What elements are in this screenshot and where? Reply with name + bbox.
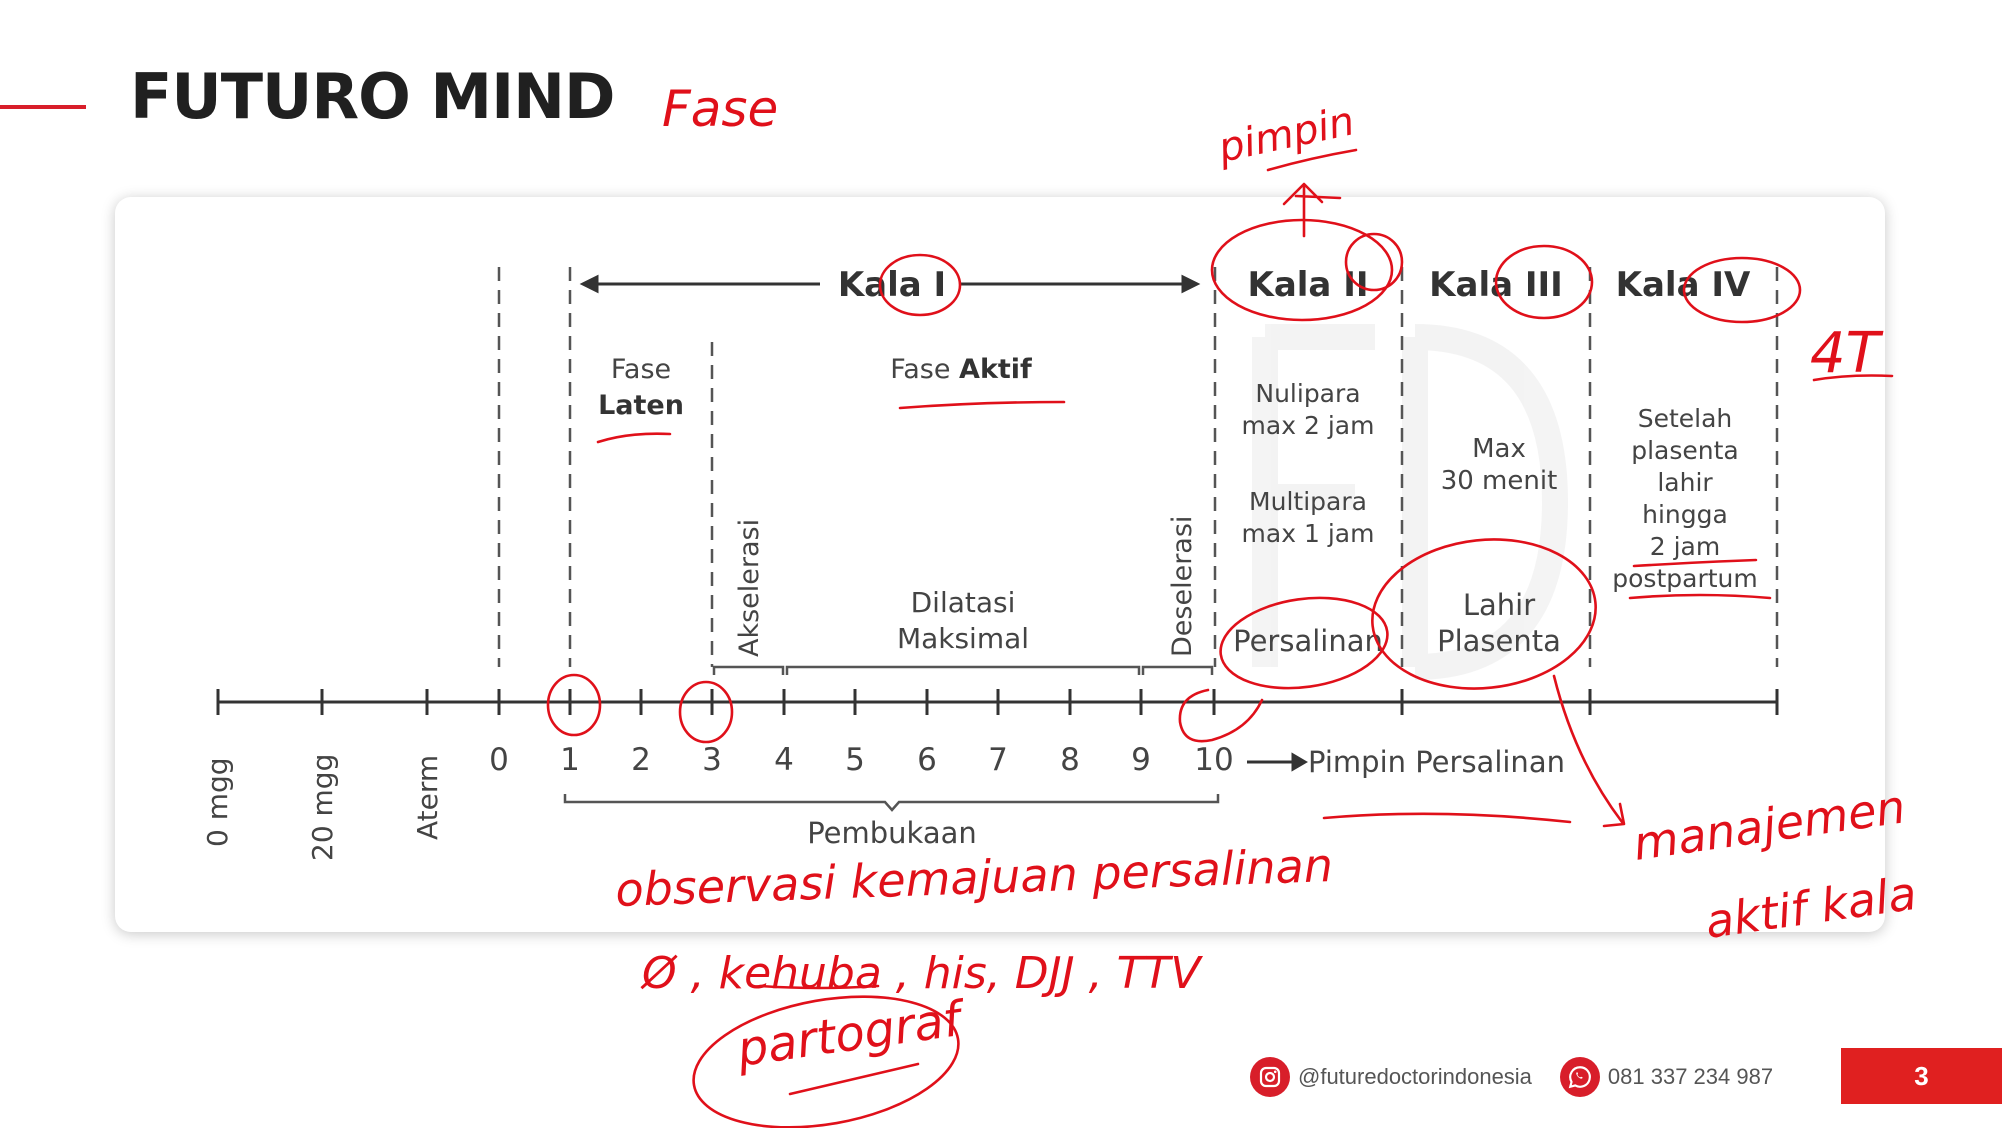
kala1-span-arrow (579, 274, 1201, 294)
stage-label-kala1: Kala I (838, 265, 946, 305)
nullipara-line2: max 2 jam (1242, 411, 1375, 440)
kala3-event-line2: Plasenta (1437, 624, 1561, 658)
dilation-label: Pembukaan (807, 816, 977, 850)
kala4-desc-line4: hingga (1642, 500, 1728, 529)
handwritten-checks: Ø , kehuba , his, DJJ , TTV (640, 948, 1203, 999)
instagram-icon (1250, 1057, 1290, 1097)
handwritten-partograf: partograf (733, 990, 970, 1078)
axis-cm-7: 7 (988, 742, 1008, 778)
stage-label-kala2: Kala II (1247, 265, 1368, 305)
kala3-event-line1: Lahir (1463, 588, 1535, 622)
labor-stages-diagram: Kala I Kala II Kala III Kala IV Fase Lat… (201, 265, 1779, 861)
multipara-line1: Multipara (1249, 487, 1367, 516)
kala3-duration-line2: 30 menit (1441, 466, 1558, 496)
kehuban-underline (758, 984, 880, 990)
kala4-desc-line5: 2 jam (1650, 532, 1720, 561)
phase-active-label: Fase (890, 354, 959, 385)
whatsapp-icon (1559, 1057, 1600, 1097)
axis-pre-label-0mgg: 0 mgg (201, 757, 234, 847)
whatsapp-contact[interactable]: 081 337 234 987 (1559, 1057, 1774, 1097)
phase-latent-name: Laten (598, 390, 684, 421)
circle-partograf (692, 995, 960, 1128)
axis-cm-4: 4 (774, 742, 794, 778)
phase-latent-label: Fase (611, 354, 671, 385)
max-dilation-line2: Maksimal (897, 622, 1029, 655)
instagram-handle: @futuredoctorindonesia (1298, 1064, 1532, 1089)
acceleration-label: Akselerasi (734, 519, 765, 657)
deceleration-label: Deselerasi (1167, 516, 1198, 657)
handwritten-pimpin: pimpin (1214, 98, 1359, 172)
page-number-badge: 3 (1841, 1048, 2002, 1104)
axis-cm-5: 5 (845, 742, 865, 778)
kala4-desc-line3: lahir (1657, 468, 1713, 497)
stage-label-kala3: Kala III (1429, 265, 1563, 305)
kala4-desc-line1: Setelah (1638, 404, 1733, 433)
footer-contacts: @futuredoctorindonesia 081 337 234 987 (1250, 1048, 1801, 1106)
axis-cm-9: 9 (1131, 742, 1151, 778)
axis-cm-3: 3 (702, 742, 722, 778)
axis-cm-1: 1 (560, 742, 580, 778)
axis-cm-6: 6 (917, 742, 937, 778)
kala2-event: Persalinan (1233, 624, 1383, 658)
whatsapp-number: 081 337 234 987 (1607, 1064, 1774, 1089)
push-label: Pimpin Persalinan (1308, 745, 1565, 779)
max-dilation-line1: Dilatasi (911, 586, 1016, 619)
push-arrow (1247, 752, 1308, 772)
phase-active-name: Aktif (959, 354, 1032, 385)
axis-pre-label-aterm: Aterm (411, 755, 444, 840)
nullipara-line1: Nulipara (1255, 379, 1360, 408)
diagram-card: Kala I Kala II Kala III Kala IV Fase Lat… (115, 197, 1885, 932)
stage-boundaries (497, 267, 1779, 667)
axis-cm-8: 8 (1060, 742, 1080, 778)
axis-cm-10: 10 (1194, 742, 1233, 778)
slide-accent-line (0, 105, 86, 109)
kala4-desc-line2: plasenta (1631, 436, 1739, 465)
axis-cm-2: 2 (631, 742, 651, 778)
handwritten-fase: Fase (662, 80, 778, 138)
pimpin-underline (1266, 148, 1358, 172)
axis-pre-label-20mgg: 20 mgg (306, 754, 339, 861)
subphase-brackets (712, 665, 1214, 675)
slide-title: FUTURO MIND (130, 60, 615, 133)
axis-cm-0: 0 (489, 742, 509, 778)
instagram-contact[interactable]: @futuredoctorindonesia (1250, 1057, 1532, 1097)
multipara-line2: max 1 jam (1242, 519, 1375, 548)
partograf-underline (788, 1062, 920, 1096)
kala4-desc-line6: postpartum (1612, 564, 1757, 593)
phase-active-title: Fase Aktif (890, 354, 1032, 385)
dilation-bracket (563, 794, 1220, 812)
stage-label-kala4: Kala IV (1616, 265, 1751, 305)
kala3-duration-line1: Max (1472, 434, 1526, 464)
